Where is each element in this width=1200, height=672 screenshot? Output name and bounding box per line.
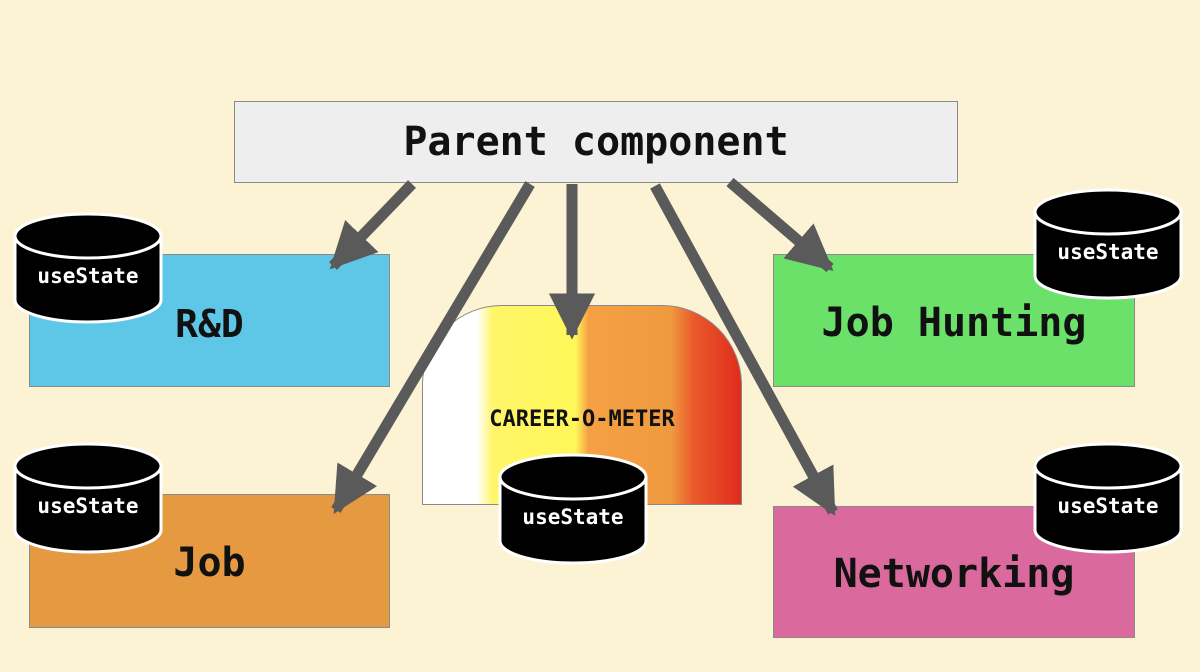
job-hunting-label: Job Hunting (821, 299, 1087, 346)
job-hunting-usestate-database: useState (1031, 186, 1185, 306)
job-usestate-database: useState (11, 440, 165, 560)
parent-component-label: Parent component (403, 119, 789, 165)
job-label: Job (173, 540, 246, 586)
usestate-label: useState (1057, 494, 1159, 518)
arrow-to-job (331, 181, 535, 514)
arrow-to-job-hunting (726, 177, 834, 273)
usestate-label: useState (522, 505, 624, 529)
database-icon (1033, 188, 1183, 300)
rd-label: R&D (175, 301, 244, 346)
career-o-meter-label: CAREER-O-METER (489, 407, 675, 432)
rd-box: R&D (29, 254, 390, 387)
usestate-label: useState (1057, 240, 1159, 264)
rd-usestate-database: useState (11, 210, 165, 330)
database-icon (498, 453, 648, 565)
usestate-label: useState (37, 494, 139, 518)
parent-component-box: Parent component (234, 101, 958, 183)
database-icon (1033, 442, 1183, 554)
database-icon (13, 442, 163, 554)
arrow-to-rd (329, 180, 416, 270)
meter-usestate-database: useState (496, 451, 650, 571)
networking-usestate-database: useState (1031, 440, 1185, 560)
database-icon (13, 212, 163, 324)
usestate-label: useState (37, 264, 139, 288)
networking-label: Networking (833, 551, 1075, 597)
arrow-to-networking (650, 183, 838, 517)
